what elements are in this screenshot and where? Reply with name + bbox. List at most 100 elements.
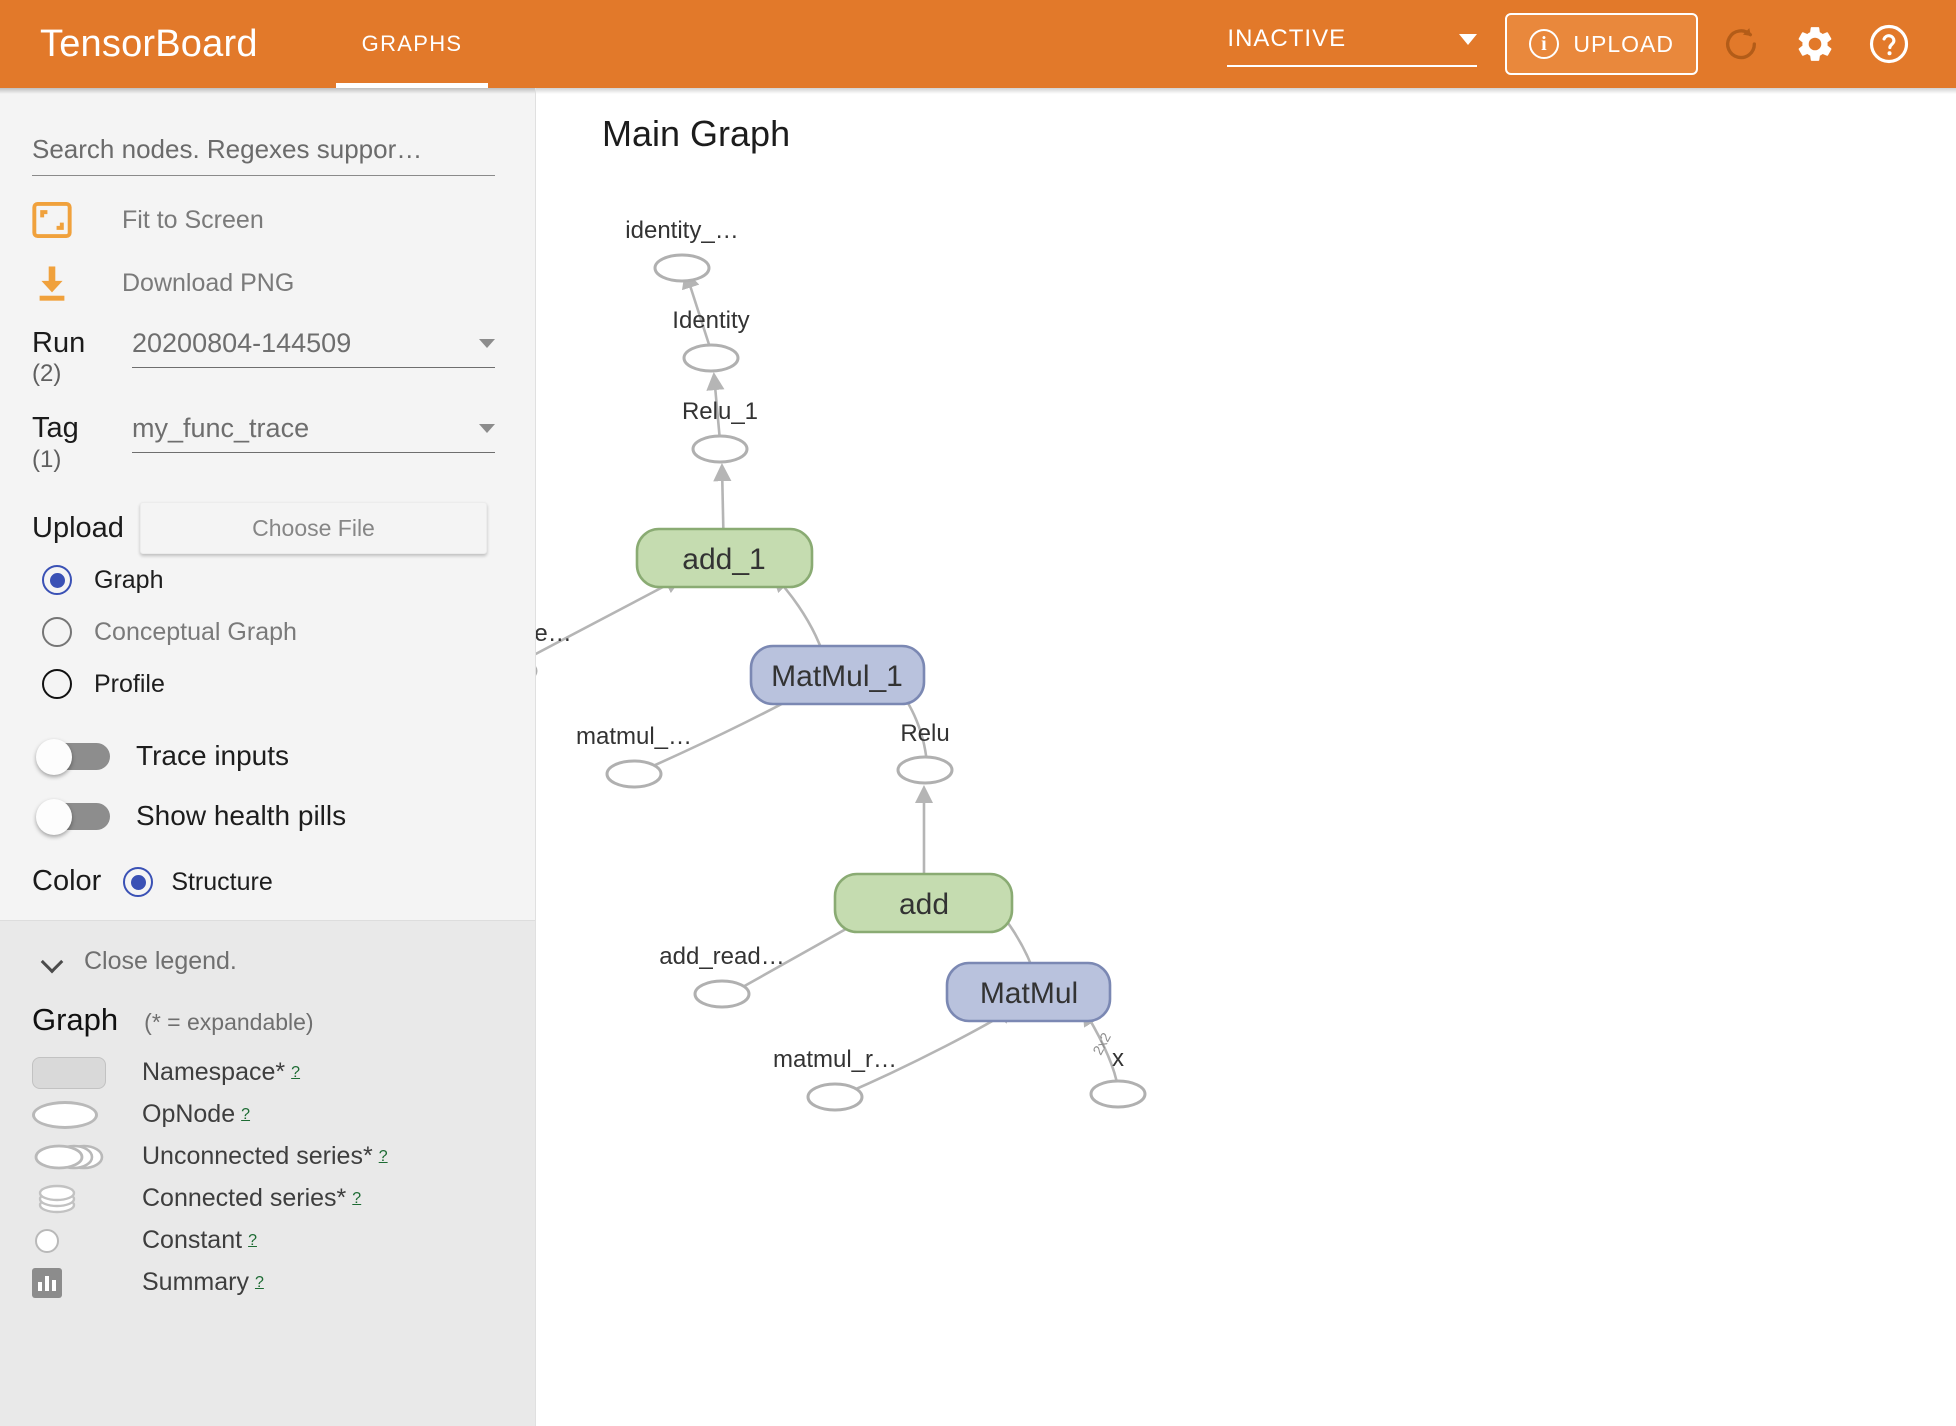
- legend-opnode-label: OpNode: [142, 1100, 236, 1129]
- run-label: Run: [32, 327, 86, 359]
- help-icon[interactable]: [1858, 13, 1920, 75]
- legend-connected-series-help[interactable]: ?: [352, 1189, 362, 1207]
- graph-type-option-conceptual-graph[interactable]: Conceptual Graph: [42, 606, 535, 658]
- node-add-label: add: [899, 888, 949, 921]
- tab-graphs[interactable]: GRAPHS: [335, 0, 489, 88]
- legend-connected-series-label: Connected series*: [142, 1184, 347, 1213]
- legend-title: Graph: [32, 1001, 119, 1037]
- sidebar-top-shadow: [0, 88, 535, 94]
- legend-subtitle: (* = expandable): [144, 1008, 314, 1035]
- legend-constant-help[interactable]: ?: [248, 1231, 257, 1249]
- node-add-1[interactable]: add_1: [635, 527, 814, 589]
- edge-label-2x2: 2x2: [1089, 1030, 1114, 1058]
- node-matmul-read-1[interactable]: matmul_…: [576, 723, 692, 789]
- tag-select[interactable]: my_func_trace: [132, 413, 495, 454]
- header-right-controls: INACTIVE i UPLOAD: [1227, 13, 1920, 75]
- legend-title-row: Graph (* = expandable): [32, 1002, 535, 1038]
- node-add-1-label: add_1: [682, 543, 765, 576]
- node-add[interactable]: add: [833, 872, 1014, 934]
- run-status-value: INACTIVE: [1227, 25, 1347, 52]
- toggle-switch-off-icon: [36, 739, 110, 776]
- node-relu-1[interactable]: Relu_1: [682, 398, 758, 464]
- legend-constant-label: Constant: [142, 1226, 243, 1255]
- radio-graph-icon: [42, 565, 72, 596]
- chevron-down-icon: [42, 950, 64, 972]
- node-identity-label: Identity: [672, 307, 749, 334]
- tag-label: Tag: [32, 412, 79, 445]
- info-circle-icon: i: [1529, 29, 1560, 59]
- choose-file-label: Choose File: [252, 514, 375, 541]
- node-matmul-read[interactable]: matmul_r…: [773, 1046, 897, 1112]
- choose-file-button[interactable]: Choose File: [140, 502, 487, 555]
- legend-item-constant: Constant ?: [32, 1220, 535, 1262]
- run-select[interactable]: 20200804-144509: [132, 328, 495, 368]
- close-legend-button[interactable]: Close legend.: [42, 947, 535, 976]
- connected-series-swatch-icon: [32, 1181, 136, 1217]
- radio-structure-icon[interactable]: [123, 867, 154, 898]
- namespace-swatch-icon: [32, 1056, 136, 1089]
- run-value: 20200804-144509: [132, 328, 352, 358]
- radio-profile-icon: [42, 669, 72, 700]
- trace-inputs-label: Trace inputs: [136, 740, 290, 772]
- sidebar: Fit to Screen Download PNG Run (2) 20200…: [0, 88, 536, 1426]
- app-header: TensorBoard GRAPHS INACTIVE i UPLOAD: [0, 0, 1956, 88]
- upload-button[interactable]: i UPLOAD: [1505, 13, 1698, 75]
- main-top-shadow: [536, 88, 1956, 94]
- node-add-read[interactable]: add_read…: [659, 943, 785, 1009]
- chevron-down-icon: [1459, 33, 1478, 45]
- run-selector-row: Run (2) 20200804-144509: [32, 327, 535, 388]
- node-identity-out[interactable]: identity_…: [625, 217, 739, 283]
- fit-to-screen-icon: [32, 202, 92, 238]
- node-identity-out-label: identity_…: [625, 217, 738, 244]
- node-matmul[interactable]: MatMul: [945, 961, 1112, 1023]
- run-count: (2): [32, 360, 62, 388]
- close-legend-label: Close legend.: [84, 946, 237, 975]
- node-matmul-1-label: MatMul_1: [771, 660, 903, 693]
- legend-item-connected-series: Connected series* ?: [32, 1178, 535, 1220]
- node-x[interactable]: x: [1089, 1045, 1147, 1109]
- node-matmul-label: MatMul: [980, 977, 1078, 1010]
- tag-label-group: Tag (1): [32, 413, 132, 472]
- show-health-pills-label: Show health pills: [136, 800, 347, 832]
- graph-nodes[interactable]: identity_… Identity Relu_1 add_1 add_1_r…: [536, 217, 1147, 1112]
- page-title: Main Graph: [602, 113, 791, 154]
- legend-namespace-label: Namespace*: [142, 1058, 286, 1087]
- legend-opnode-help[interactable]: ?: [241, 1105, 251, 1123]
- node-matmul-1[interactable]: MatMul_1: [749, 644, 926, 706]
- search-field-wrapper: [32, 134, 495, 176]
- reload-icon[interactable]: [1710, 13, 1772, 75]
- graph-type-option-profile[interactable]: Profile: [42, 658, 535, 710]
- show-health-pills-toggle[interactable]: Show health pills: [36, 786, 535, 846]
- download-png-button[interactable]: Download PNG: [32, 264, 535, 302]
- node-add-1-read[interactable]: add_1_re…: [536, 620, 572, 684]
- graph-canvas-panel[interactable]: Main Graph identity_…: [536, 88, 1956, 1426]
- node-identity[interactable]: Identity: [672, 307, 750, 373]
- graph-type-profile-label: Profile: [94, 669, 165, 698]
- node-relu-1-label: Relu_1: [682, 398, 758, 425]
- legend-namespace-help[interactable]: ?: [291, 1063, 301, 1081]
- legend-panel: Close legend. Graph (* = expandable) Nam…: [0, 919, 535, 1426]
- legend-unconnected-series-label: Unconnected series*: [142, 1142, 373, 1171]
- legend-summary-help[interactable]: ?: [254, 1273, 264, 1291]
- legend-item-unconnected-series: Unconnected series* ?: [32, 1136, 535, 1178]
- tab-graphs-label: GRAPHS: [361, 31, 463, 56]
- search-input[interactable]: [32, 134, 495, 165]
- upload-row: Upload Choose File: [32, 502, 535, 555]
- download-png-label: Download PNG: [122, 268, 295, 297]
- color-option-row: Color Structure: [32, 866, 535, 898]
- node-matmul-read-1-label: matmul_…: [576, 723, 692, 750]
- graph-type-option-graph[interactable]: Graph: [42, 554, 535, 606]
- chevron-down-icon: [479, 339, 495, 348]
- fit-to-screen-button[interactable]: Fit to Screen: [32, 202, 535, 238]
- legend-summary-label: Summary: [142, 1268, 249, 1297]
- legend-unconnected-series-help[interactable]: ?: [378, 1147, 388, 1165]
- node-relu[interactable]: Relu: [896, 720, 954, 785]
- gear-icon[interactable]: [1784, 13, 1846, 75]
- graph-svg[interactable]: identity_… Identity Relu_1 add_1 add_1_r…: [536, 88, 1956, 1426]
- run-status-select[interactable]: INACTIVE: [1227, 21, 1478, 67]
- download-icon: [32, 264, 92, 302]
- trace-inputs-toggle[interactable]: Trace inputs: [36, 726, 535, 786]
- toggle-switch-off-icon: [36, 799, 110, 836]
- legend-item-opnode: OpNode ?: [32, 1094, 535, 1136]
- color-structure-label: Structure: [171, 867, 273, 896]
